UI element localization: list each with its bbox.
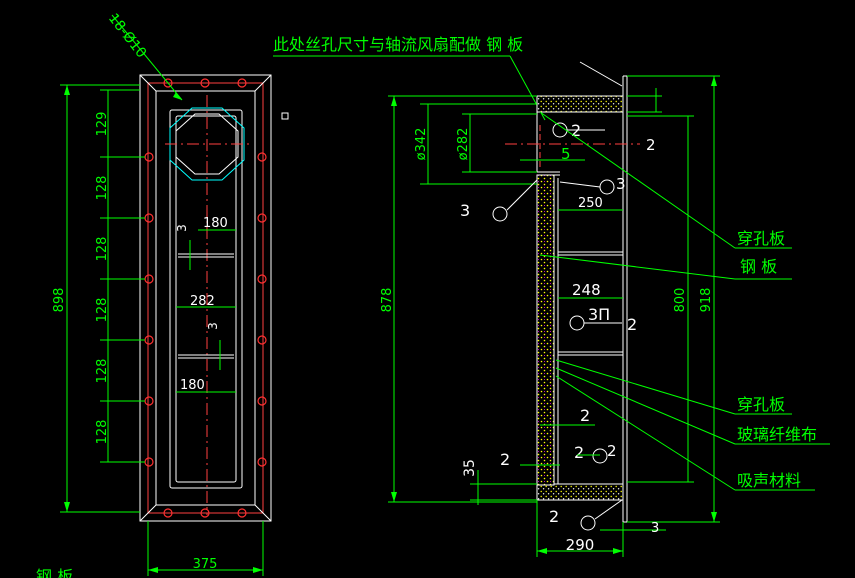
pitch-dim-2: 128 <box>95 176 110 201</box>
bottom-flange-hatch <box>536 483 624 501</box>
body-frame <box>155 90 256 506</box>
label-perforated-plate-bottom: 穿孔板 <box>737 395 785 414</box>
label-sound-absorbing-material: 吸声材料 <box>737 471 801 490</box>
weld-bottom: 2 <box>549 507 559 526</box>
weld-mid-right: 3 <box>616 175 626 193</box>
bottom-width-dim: 375 <box>193 557 218 572</box>
pitch-dim-6: 128 <box>95 420 110 445</box>
inner-width-top: 180 <box>203 216 228 231</box>
dia-outer-dim: ø342 <box>414 128 429 161</box>
dia-inner-dim: ø282 <box>456 128 471 161</box>
height-35-dim: 35 <box>462 459 478 477</box>
gap-5-dim: 5 <box>561 145 571 163</box>
height-878-dim: 878 <box>380 288 395 313</box>
weld-top-right: 2 <box>646 136 656 154</box>
flange-outer <box>139 74 272 522</box>
pitch-dim-4: 128 <box>95 298 110 323</box>
label-steel-plate: 钢 板 <box>740 257 777 276</box>
inner-width-bottom: 180 <box>180 378 205 393</box>
lower-dim-b: 2 <box>500 450 510 469</box>
weld-left: 3 <box>460 201 470 220</box>
header-note: 此处丝孔尺寸与轴流风扇配做 钢 板 <box>273 35 523 54</box>
width-290-dim: 290 <box>566 536 595 554</box>
inner-width-mid: 282 <box>190 294 215 309</box>
top-flange-hatch <box>536 95 624 113</box>
pitch-dimension-chain <box>100 89 145 463</box>
pitch-dim-5: 128 <box>95 359 110 384</box>
height-800-dim: 800 <box>673 288 688 313</box>
thick-3-dim: 3 <box>651 521 659 536</box>
weld-bottom-right: 2 <box>607 442 617 460</box>
front-view: 18-Ø10 129 128 128 128 128 128 898 <box>52 11 272 576</box>
lower-dim-a: 2 <box>580 406 590 425</box>
weld-mid-end: 2 <box>627 315 637 334</box>
overall-height-dim: 898 <box>52 288 67 313</box>
insulation-hatch <box>536 174 555 486</box>
width-248-dim: 248 <box>572 281 601 299</box>
section-view: 此处丝孔尺寸与轴流风扇配做 钢 板 ø342 <box>273 35 830 557</box>
height-918-dim: 918 <box>699 288 714 313</box>
label-perforated-plate-top: 穿孔板 <box>737 229 785 248</box>
hole-spec-label: 18-Ø10 <box>105 11 149 62</box>
gap-dim-a: 3 <box>175 224 189 232</box>
octagon-inlet <box>169 107 245 181</box>
inner-channel <box>169 109 243 489</box>
weld-top: 2 <box>571 121 581 140</box>
marker-square <box>281 112 289 120</box>
lower-dim-c: 2 <box>574 443 584 462</box>
pitch-dim-3: 128 <box>95 237 110 262</box>
flange-inner-red <box>147 82 264 514</box>
corner-text: 钢 板 <box>36 567 73 578</box>
pitch-dim-1: 129 <box>95 112 110 137</box>
weld-mid: 3П <box>588 305 610 324</box>
width-250-dim: 250 <box>578 196 603 211</box>
label-glass-fiber-cloth: 玻璃纤维布 <box>737 425 817 444</box>
gap-dim-b: 3 <box>206 322 220 330</box>
